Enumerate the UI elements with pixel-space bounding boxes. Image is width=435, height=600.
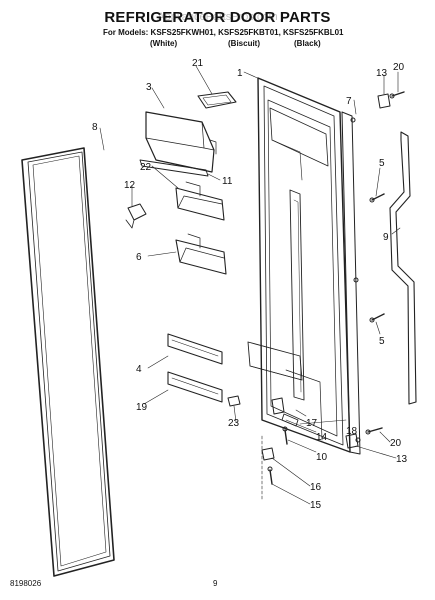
shelf-rail-part-11	[139, 159, 209, 177]
callout-18: 18	[346, 426, 358, 437]
page-number: 9	[213, 579, 218, 588]
callout-4: 4	[136, 364, 142, 375]
clip-part-12	[125, 203, 147, 229]
callout-23: 23	[228, 418, 240, 429]
callout-16: 16	[310, 482, 322, 493]
cam-part-18	[281, 413, 299, 427]
screw-part-10	[282, 426, 288, 445]
door-handle-part-9	[389, 131, 417, 405]
callout-7: 7	[346, 96, 352, 107]
callout-19: 19	[136, 402, 148, 413]
callout-numbers: 1 3 4 5 5 6 7 8 9 10 11 12 13 13 14 15 1…	[92, 58, 408, 511]
callout-22: 22	[140, 162, 152, 173]
hinge-part-14	[271, 397, 285, 415]
variant-biscuit: (Biscuit)	[228, 39, 260, 48]
callout-5-upper: 5	[379, 158, 385, 169]
door-gasket-part-8	[21, 147, 115, 577]
door-stop-part-23	[227, 395, 241, 407]
butter-dish-part-21	[197, 91, 237, 109]
leader-lines	[99, 65, 401, 505]
callout-12: 12	[124, 180, 136, 191]
document-number: 8198026	[10, 579, 42, 588]
variant-black: (Black)	[294, 39, 321, 48]
door-edge-trim-part-7	[341, 111, 361, 455]
hinge-bracket-part-13-upper	[377, 93, 391, 109]
screw-part-15	[267, 466, 273, 485]
shelf-retainer-part-19	[167, 371, 223, 403]
callout-15: 15	[310, 500, 322, 511]
callout-1: 1	[237, 68, 243, 79]
screw-part-20-upper	[389, 91, 405, 99]
callout-14: 14	[316, 432, 328, 443]
screw-part-5-upper	[369, 193, 385, 203]
callout-5-lower: 5	[379, 336, 385, 347]
callout-20-upper: 20	[393, 62, 405, 73]
callout-3: 3	[146, 82, 152, 93]
variant-white: (White)	[150, 39, 178, 48]
bushing-part-16	[261, 447, 275, 461]
hinge-bracket-part-13-lower	[345, 433, 359, 449]
watermark: AppliancePartsPros.com	[157, 11, 278, 23]
callout-10: 10	[316, 452, 328, 463]
diagram-title: REFRIGERATOR DOOR PARTS	[104, 9, 331, 26]
models-label: For Models: KSFS25FKWH01, KSFS25FKBT01, …	[103, 28, 344, 37]
callout-8: 8	[92, 122, 98, 133]
screw-part-5-lower	[369, 313, 385, 323]
screw-part-20-lower	[365, 427, 383, 435]
door-bin-part-6	[175, 233, 227, 275]
callout-17: 17	[306, 418, 318, 429]
door-channel-part-17	[289, 189, 305, 401]
callout-13-upper: 13	[376, 68, 388, 79]
dairy-cover-part-3	[145, 111, 217, 173]
shelf-retainer-part-4	[167, 333, 223, 365]
door-bin-part-22	[175, 181, 225, 221]
callout-6: 6	[136, 252, 142, 263]
callout-13-lower: 13	[396, 454, 408, 465]
callout-21: 21	[192, 58, 204, 69]
callout-9: 9	[383, 232, 389, 243]
callout-11: 11	[222, 176, 233, 187]
callout-20-lower: 20	[390, 438, 402, 449]
